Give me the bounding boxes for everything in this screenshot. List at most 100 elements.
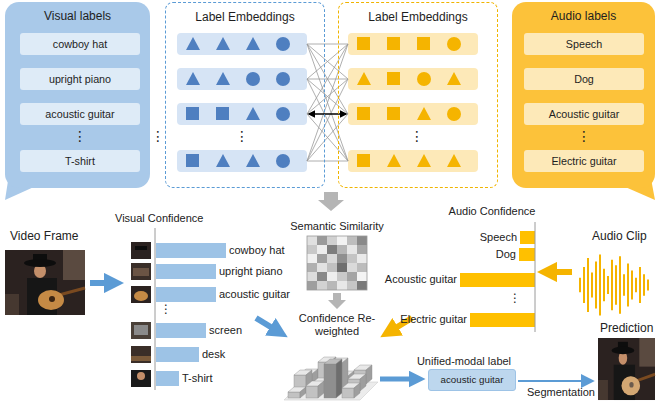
similarity-matrix [317, 254, 327, 263]
caption-label: cowboy hat [229, 244, 285, 257]
reweighted-cube [288, 357, 372, 398]
caption-label: upright piano [219, 265, 283, 278]
visual-embeddings [276, 72, 290, 86]
thumbnails [131, 346, 151, 363]
caption-label: Audio Confidence [449, 205, 536, 218]
visual-embeddings [216, 37, 230, 50]
visual-embeddings [246, 72, 260, 86]
visual-embeddings [186, 72, 200, 85]
audio-embeddings [387, 154, 401, 167]
ellipsis-mark: ⋮ [73, 128, 87, 144]
reweighted-cube [342, 388, 354, 398]
caption-label: desk [202, 348, 225, 361]
reweighted-cube [300, 387, 306, 398]
caption-label: Dog [496, 248, 516, 261]
audio-confidence-bars [470, 313, 535, 327]
node-text: Audio labels [512, 9, 655, 23]
ellipsis-mark: ⋮ [509, 292, 521, 306]
label-box: Electric guitar [524, 150, 644, 172]
node-text: upright piano [20, 68, 140, 90]
node-text: cowboy hat [20, 33, 140, 55]
similarity-matrix [307, 245, 317, 254]
audio-confidence-bars [460, 273, 535, 287]
thumbnails [131, 286, 151, 303]
caption-label: Semantic Similarity [290, 220, 384, 233]
caption-label: Acoustic guitar [385, 273, 457, 286]
node-text: Dog [524, 68, 644, 90]
similarity-matrix [317, 245, 327, 254]
thumbnails [131, 242, 151, 387]
reweighted-cube [354, 383, 360, 398]
audio-embeddings [387, 107, 400, 120]
audio-embeddings [417, 72, 431, 86]
visual-embeddings [177, 33, 307, 55]
visual-embeddings [216, 72, 230, 85]
caption-label: Video Frame [10, 230, 78, 244]
audio-embeddings [357, 154, 370, 167]
audio-embeddings [417, 154, 431, 167]
label-panel: Audio labelsSpeechDogAcoustic guitarElec… [512, 2, 655, 188]
node-text: Unified-modal label [389, 355, 539, 368]
visual-embeddings [177, 33, 307, 172]
similarity-lines [307, 114, 348, 161]
similarity-matrix [307, 254, 317, 263]
embedding-group: Label Embeddings [338, 2, 498, 188]
audio-embeddings [357, 107, 370, 120]
audio-embeddings [357, 37, 461, 167]
thumbnails [137, 372, 145, 380]
prediction-image [598, 338, 655, 400]
visual-embeddings [276, 107, 290, 121]
ellipsis-mark: ⋮ [577, 128, 591, 144]
visual-embeddings [276, 154, 290, 168]
node-text: Visual labels [5, 9, 150, 23]
similarity-matrix [357, 263, 367, 272]
similarity-matrix [327, 272, 337, 281]
caption-label: Confidence Re-weighted [287, 312, 387, 337]
similarity-matrix [347, 254, 357, 263]
audio-embeddings [348, 33, 478, 172]
caption-label: Visual Confidence [115, 212, 203, 225]
visual-confidence-bars [156, 323, 206, 338]
similarity-matrix [347, 245, 357, 254]
caption-label: T-shirt [182, 372, 213, 385]
visual-embeddings [177, 150, 307, 172]
similarity-matrix [307, 236, 317, 245]
prediction-image [622, 376, 641, 395]
similarity-matrix [357, 281, 367, 290]
similarity-matrix [337, 272, 347, 281]
reweighted-cube [288, 392, 300, 398]
similarity-matrix [347, 272, 357, 281]
visual-embeddings [216, 154, 230, 167]
node-text: T-shirt [20, 150, 140, 172]
similarity-lines [307, 79, 348, 114]
similarity-lines [307, 79, 348, 114]
similarity-matrix [327, 245, 337, 254]
label-box: Speech [524, 33, 644, 55]
similarity-matrix [357, 254, 367, 263]
similarity-lines [307, 161, 348, 162]
caption-label: Electric guitar [400, 313, 467, 326]
visual-embeddings [246, 37, 260, 50]
similarity-matrix [317, 272, 327, 281]
caption-label: Prediction [600, 322, 653, 336]
node-text: acoustic guitar [20, 103, 140, 125]
reweighted-cube [318, 381, 324, 398]
similarity-matrix [327, 254, 337, 263]
segmentation-arrow [518, 380, 592, 382]
ellipsis-mark: ⋮ [410, 128, 424, 144]
visual-embeddings [177, 103, 307, 125]
similarity-matrix [317, 281, 327, 290]
cube-arrow [380, 377, 417, 382]
ellipsis-mark: ⋮ [160, 303, 172, 317]
similarity-matrix [337, 281, 347, 290]
caption-label: Audio Clip [592, 230, 647, 244]
label-box: Dog [524, 68, 644, 90]
visual-confidence-bars [156, 243, 226, 386]
thumbnails [135, 246, 147, 250]
audio-confidence-bars [460, 231, 535, 327]
audio-embeddings [357, 37, 370, 50]
visual-confidence-bars [156, 347, 199, 362]
visual-embeddings [276, 37, 290, 51]
visual-embeddings [186, 37, 200, 50]
